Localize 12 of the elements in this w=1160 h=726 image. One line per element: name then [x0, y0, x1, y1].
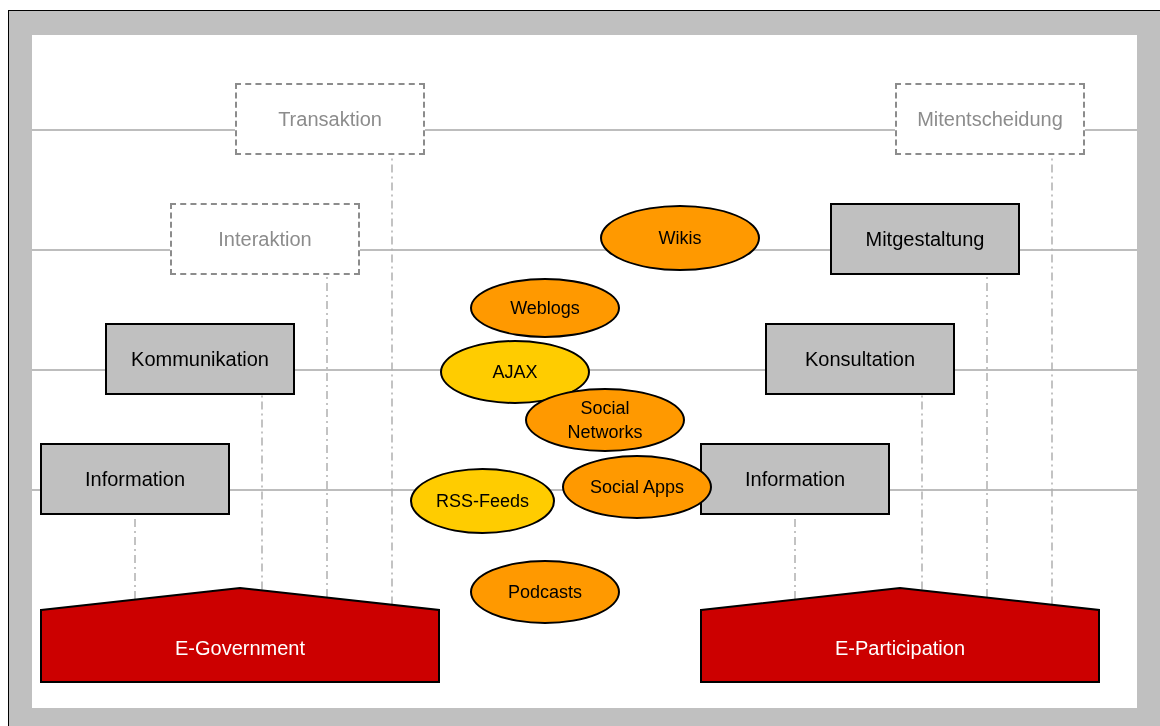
level-box: Information — [40, 443, 230, 515]
connector-line — [261, 394, 263, 591]
level-box: Information — [700, 443, 890, 515]
connector-line — [326, 274, 328, 598]
level-box: Mitentscheidung — [895, 83, 1085, 155]
level-box: Konsultation — [765, 323, 955, 395]
level-box: Interaktion — [170, 203, 360, 275]
connector-line — [921, 394, 923, 591]
level-box: Transaktion — [235, 83, 425, 155]
level-box: Mitgestaltung — [830, 203, 1020, 275]
connector-line — [986, 274, 988, 598]
level-box: Kommunikation — [105, 323, 295, 395]
